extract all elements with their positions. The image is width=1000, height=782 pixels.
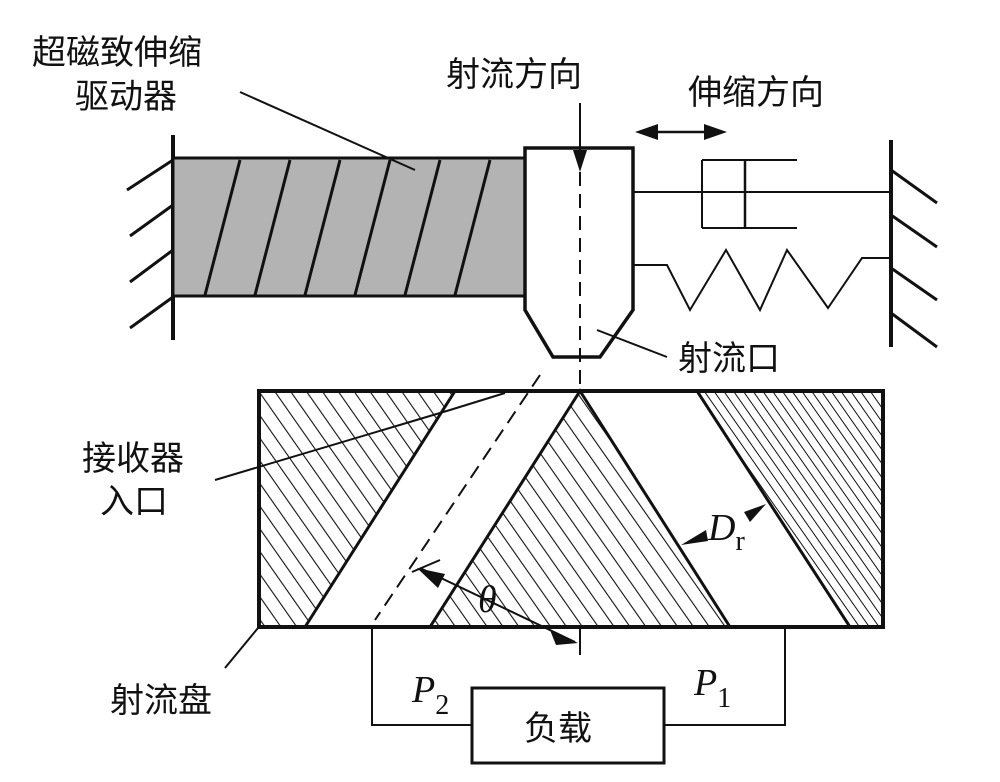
dr-symbol: Dr <box>707 507 745 557</box>
actuator-leader-line <box>239 91 416 171</box>
actuator-label-line1: 超磁致伸缩 <box>32 33 202 73</box>
right-wall-support <box>889 140 938 349</box>
jet-disk-leader-line <box>224 627 259 669</box>
actuator-label-line2: 驱动器 <box>75 77 177 117</box>
load-box <box>470 686 666 765</box>
theta-symbol: θ <box>478 579 497 621</box>
magnetostrictive-actuator <box>171 156 527 298</box>
receiver-leader-line <box>214 392 506 481</box>
receiver-label-line1: 接收器 <box>82 439 184 479</box>
load-label: 负载 <box>524 709 592 749</box>
jet-disk-label: 射流盘 <box>110 681 212 721</box>
spring <box>633 247 890 313</box>
jet-nozzle <box>523 146 635 359</box>
receiver-axis-dashed <box>374 374 541 621</box>
stretch-direction-label: 伸缩方向 <box>688 73 824 113</box>
load-connections <box>371 627 786 726</box>
jet-direction-arrow <box>573 103 587 390</box>
damper <box>633 159 890 229</box>
nozzle-leader-line <box>596 329 668 358</box>
left-wall-support <box>126 135 175 340</box>
theta-dimension <box>411 559 578 645</box>
jet-direction-label: 射流方向 <box>446 55 582 95</box>
p1-symbol: P1 <box>693 662 731 714</box>
dr-dimension <box>681 504 766 545</box>
stretch-direction-arrow <box>635 124 727 140</box>
jet-disk <box>257 388 885 629</box>
receiver-label-line2: 入口 <box>100 482 168 522</box>
p2-symbol: P2 <box>411 669 449 721</box>
nozzle-label: 射流口 <box>678 339 780 379</box>
